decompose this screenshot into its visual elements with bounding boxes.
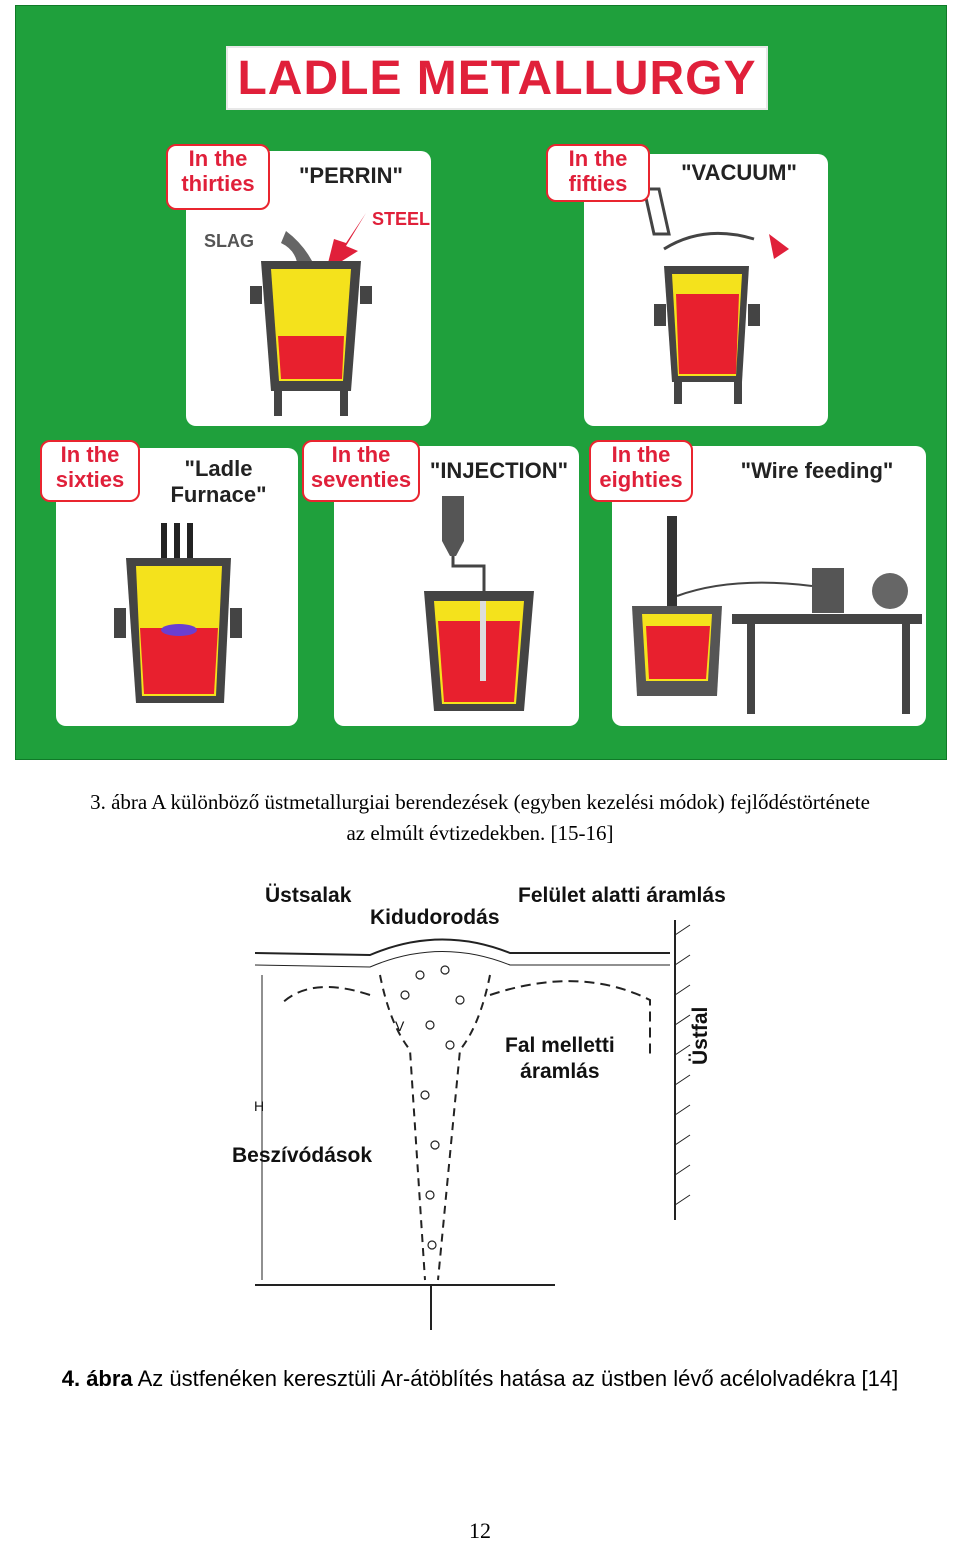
figure-title: LADLE METALLURGY [237, 51, 757, 105]
argon-plume-diagram: Üstsalak Kidudorodás Felület alatti áram… [220, 875, 780, 1335]
label-velocity: V [395, 1018, 405, 1034]
figure2-caption-prefix: 4. ábra [61, 1366, 133, 1391]
panel-injection: "INJECTION" [334, 446, 579, 726]
page-number: 12 [469, 1518, 491, 1543]
panel-perrin-name: "PERRIN" [299, 163, 403, 188]
vacuum-ladle-illustration [642, 187, 789, 404]
panel-perrin: "PERRIN" SLAG STEEL [186, 151, 431, 426]
label-bulge: Kidudorodás [370, 906, 500, 929]
era-badge-seventies: In the seventies [302, 440, 420, 502]
panel-wire-feeding-name: "Wire feeding" [740, 458, 894, 483]
label-slag: SLAG [204, 231, 255, 251]
figure2-caption: 4. ábra Az üstfenéken keresztüli Ar-átöb… [0, 1366, 960, 1392]
era-badge-eighties: In the eighties [589, 440, 693, 502]
panel-vacuum-name: "VACUUM" [681, 160, 797, 185]
label-surface-flow: Felület alatti áramlás [518, 884, 726, 907]
figure1-caption-line2: az elmúlt évtizedekben. [15-16] [346, 821, 614, 845]
injection-ladle-illustration [424, 496, 534, 711]
panel-vacuum: "VACUUM" [584, 154, 828, 426]
plume-drawing [254, 920, 691, 1330]
figure1-caption-line1: 3. ábra A különböző üstmetallurgiai bere… [90, 790, 870, 814]
ladle-metallurgy-figure: LADLE METALLURGY "PERRIN" SLAG STEEL In … [15, 5, 947, 760]
perrin-ladle-illustration [250, 213, 372, 416]
era-badge-thirties: In the thirties [166, 144, 270, 210]
panel-ladle-furnace-name: "Ladle Furnace" [170, 456, 267, 507]
label-height: H [254, 1098, 265, 1114]
panel-injection-name: "INJECTION" [429, 458, 569, 483]
era-badge-sixties: In the sixties [40, 440, 140, 502]
ladle-furnace-illustration [114, 523, 242, 703]
label-wall-flow: Fal melletti áramlás [505, 1034, 615, 1083]
label-steel: STEEL [372, 209, 431, 229]
figure2-caption-text: Az üstfenéken keresztüli Ar-átöblítés ha… [132, 1366, 899, 1391]
label-entrainment: Beszívódások [232, 1144, 373, 1167]
label-slag: Üstsalak [265, 884, 352, 907]
wire-feeding-illustration [632, 516, 922, 714]
era-badge-fifties: In the fifties [546, 144, 650, 202]
label-wall: Üstfal [689, 1006, 712, 1065]
figure1-caption: 3. ábra A különböző üstmetallurgiai bere… [0, 787, 960, 849]
figure-title-box: LADLE METALLURGY [226, 46, 768, 110]
